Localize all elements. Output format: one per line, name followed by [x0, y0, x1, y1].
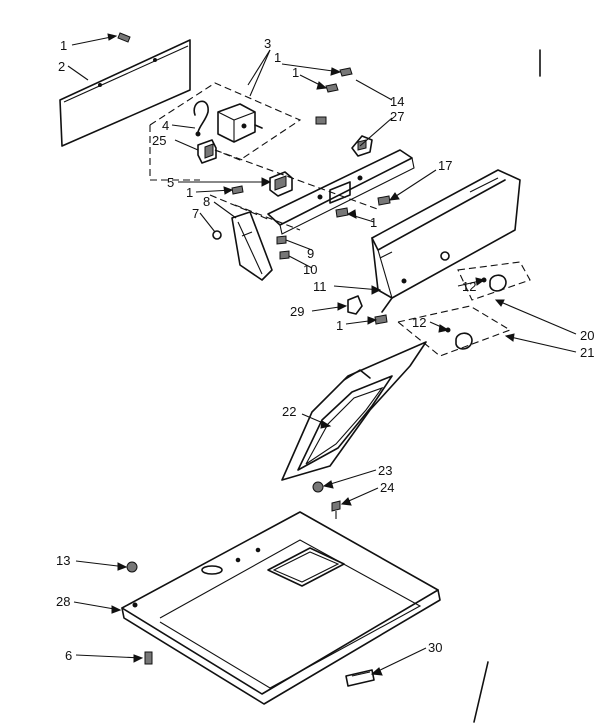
callout-22: 22	[282, 404, 296, 419]
part-screw-27	[331, 500, 341, 519]
callout-12-upper: 12	[462, 279, 476, 294]
callout-17: 17	[438, 158, 452, 173]
callout-1-upper-a: 1	[274, 50, 281, 65]
callout-30: 30	[428, 640, 442, 655]
part-mounting-rail	[267, 149, 415, 235]
callout-7: 7	[192, 206, 199, 221]
part-30-clip	[345, 669, 375, 687]
part-screws-upper-right	[231, 67, 391, 325]
callout-1-left-mid: 1	[186, 185, 193, 200]
part-small-screws-9-10	[276, 235, 290, 260]
callout-28: 27	[390, 109, 404, 124]
callout-24: 28	[56, 594, 70, 609]
callout-9: 9	[307, 246, 314, 261]
callout-1-lower: 1	[336, 318, 343, 333]
callout-1-top-left: 1	[60, 38, 67, 53]
part-support-bracket	[231, 211, 273, 281]
callout-6: 6	[65, 648, 72, 663]
margin-marks	[473, 49, 541, 723]
callout-11: 11	[313, 279, 327, 294]
callout-21: 21	[580, 345, 594, 360]
part-dryer-top	[121, 511, 441, 705]
part-bracket-clip	[269, 171, 293, 197]
callout-20: 20	[580, 328, 594, 343]
part-screw-top	[117, 32, 131, 43]
part-screw-6	[144, 651, 153, 665]
callout-1-upper-b: 1	[292, 65, 299, 80]
leader-arrowheads	[107, 33, 515, 676]
callout-29: 29	[290, 304, 304, 319]
knob-group-outlines	[396, 261, 531, 357]
callout-5: 5	[167, 175, 174, 190]
part-28-clip	[351, 135, 373, 157]
part-screw-13	[126, 561, 138, 573]
callout-labels: 1 2 3 1 1 14 27 4 25 5 17 1 8 7 1 9 10 1…	[56, 36, 594, 663]
leader-lines	[67, 35, 577, 675]
callout-13: 13	[56, 553, 70, 568]
control-assembly-outline	[149, 82, 381, 231]
callout-14: 14	[390, 94, 404, 109]
part-grommet-23	[312, 481, 324, 493]
part-knob-upper	[481, 274, 507, 292]
callout-23: 23	[378, 463, 392, 478]
part-small-knob-7	[212, 230, 222, 240]
callout-2: 2	[58, 59, 65, 74]
part-top-door	[281, 341, 427, 481]
part-29-clip	[347, 295, 363, 315]
callout-3: 3	[264, 36, 271, 51]
callout-8: 8	[203, 194, 210, 209]
callout-27: 24	[380, 480, 394, 495]
part-switch	[197, 139, 217, 164]
part-timer	[217, 103, 263, 143]
callout-25: 25	[152, 133, 166, 148]
callout-12-lower: 12	[412, 315, 426, 330]
part-wire	[193, 100, 209, 137]
callout-10: 10	[303, 262, 317, 277]
callout-1-rail: 1	[370, 215, 377, 230]
callout-4: 4	[162, 118, 169, 133]
part-rear-panel	[59, 39, 191, 147]
